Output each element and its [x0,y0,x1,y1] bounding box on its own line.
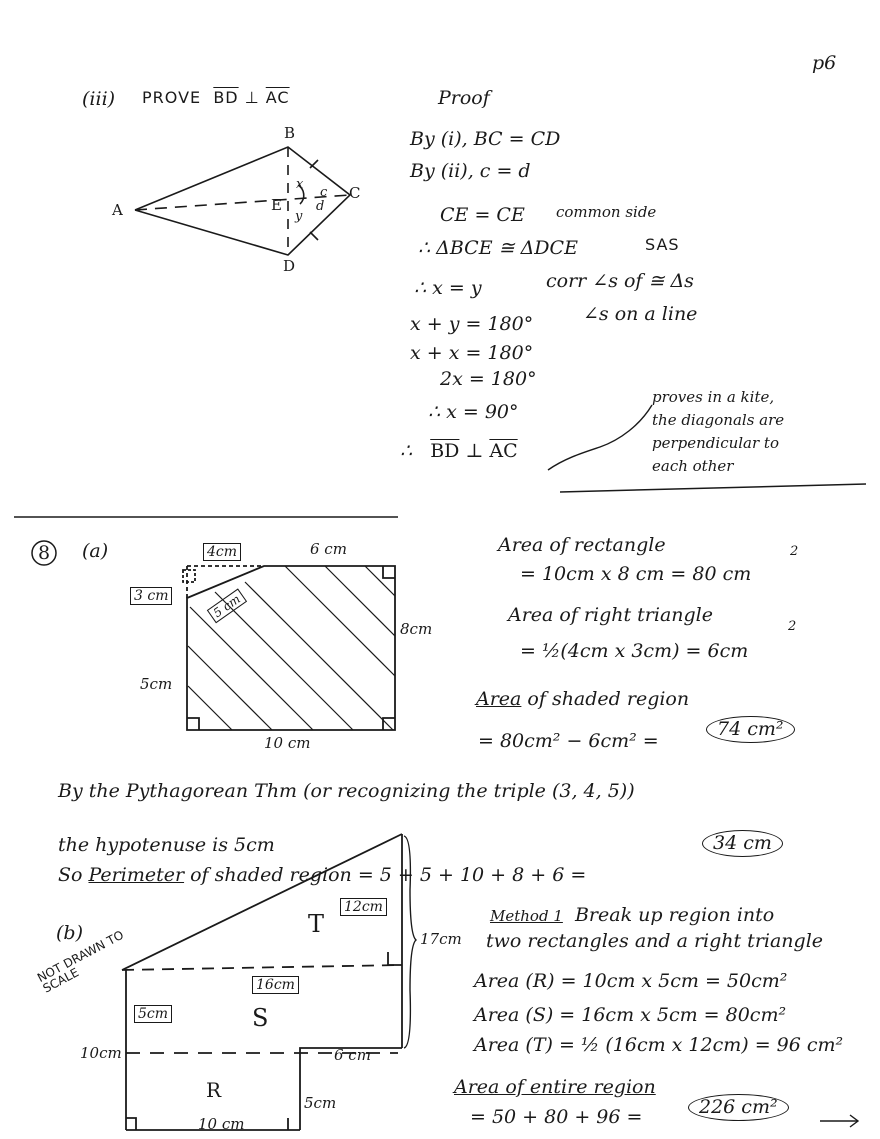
proof-step-4: ∴ ΔBCE ≅ ΔDCE [418,237,578,259]
dim-s-height: 5cm [134,1005,173,1023]
note-pointer [547,404,653,471]
region-s-label: S [252,1004,269,1032]
proof-step-2: By (ii), c = d [410,160,531,182]
dim-total-height: 17cm [420,930,462,948]
part-b-label: (b) [56,922,83,944]
tri-area-exponent: 2 [788,619,797,634]
reason-sas: SAS [645,235,680,254]
reason-corr-angles: corr ∠s of ≅ Δs [546,270,694,292]
part-iii-label: (iii) [82,88,116,110]
dim-bottom: 10 cm [264,734,311,752]
perimeter-line-1: By the Pythagorean Thm (or recognizing t… [58,780,635,802]
angle-y-label: y [295,209,303,224]
tri-area-line: = ½(4cm x 3cm) = 6cm [520,640,749,662]
dim-left-total: 10cm [80,1044,122,1062]
total-area-title: Area of entire region [454,1076,656,1098]
vertex-c-label: C [349,184,361,202]
dim-r-height: 5cm [304,1094,337,1112]
dim-left-short: 3 cm [130,587,173,605]
reason-common-side: common side [556,203,657,221]
composite-figure [121,833,418,1131]
vertex-a-label: A [112,201,123,219]
rect-area-exponent: 2 [790,544,799,559]
proof-conclusion: ∴ BD ⊥ AC [400,440,518,462]
perimeter-answer: 34 cm [702,830,783,857]
shaded-area-title: Area of shaded region [476,688,690,710]
proof-step-8: 2x = 180° [440,368,537,390]
rect-area-line: = 10cm x 8 cm = 80 cm [520,563,752,585]
rect-area-title: Area of rectangle [498,534,666,556]
dim-t-height: 12cm [340,898,387,916]
shaded-area-line: = 80cm² − 6cm² = [478,730,659,752]
perimeter-line-2: the hypotenuse is 5cm [58,834,275,856]
kite-outline [134,146,352,256]
proof-step-5: ∴ x = y [414,277,482,299]
shaded-rectangle [182,565,396,731]
total-area-line: = 50 + 80 + 96 = [470,1106,643,1128]
angle-d-label: d [316,199,325,214]
note-line-2: the diagonals are [652,411,785,429]
section-divider-right [559,483,867,493]
region-t-label: T [308,910,325,938]
question-number-circle [31,540,57,566]
note-line-1: proves in a kite, [652,388,775,406]
proof-step-6: x + y = 180° [410,313,534,335]
area-r-line: Area (R) = 10cm x 5cm = 50cm² [474,970,788,992]
method-title-line: Method 1 Break up region into [490,904,775,926]
question-number: 8 [38,542,51,564]
angle-x-label: x [296,177,304,192]
vertex-b-label: B [284,124,296,142]
tri-area-title: Area of right triangle [508,604,714,626]
note-line-3: perpendicular to [652,434,779,452]
angle-c-label: c [320,185,328,200]
page-number: p6 [812,52,837,74]
hatching [187,565,396,731]
dim-top-short: 4cm [203,543,242,561]
vertex-e-label: E [271,196,282,214]
note-line-4: each other [652,457,734,475]
prove-instruction: PROVE BD ⊥ AC [142,88,290,107]
dim-s-width: 16cm [252,976,299,994]
shaded-area-answer: 74 cm² [706,716,795,743]
part-a-label: (a) [82,540,109,562]
kite-diagonal-ac [134,194,351,211]
proof-step-7: x + x = 180° [410,342,534,364]
method-text-2: two rectangles and a right triangle [486,930,824,952]
dim-top-long: 6 cm [310,540,347,558]
proof-step-3: CE = CE [440,204,525,226]
total-area-answer: 226 cm² [688,1094,789,1121]
kite-diagram [134,146,352,256]
reason-angles-on-line: ∠s on a line [583,303,698,325]
dim-step: 6 cm [334,1046,371,1064]
area-s-line: Area (S) = 16cm x 5cm = 80cm² [474,1004,787,1026]
dim-right: 8cm [400,620,433,638]
vertex-d-label: D [283,257,296,275]
perimeter-line-3: So Perimeter of shaded region = 5 + 5 + … [58,864,587,886]
proof-title: Proof [438,87,490,109]
dim-r-width: 10 cm [198,1115,245,1133]
area-t-line: Area (T) = ½ (16cm x 12cm) = 96 cm² [474,1034,844,1056]
region-r-label: R [206,1078,222,1102]
proof-step-1: By (i), BC = CD [410,128,561,150]
proof-step-9: ∴ x = 90° [428,401,519,423]
dim-left-long: 5cm [140,675,173,693]
